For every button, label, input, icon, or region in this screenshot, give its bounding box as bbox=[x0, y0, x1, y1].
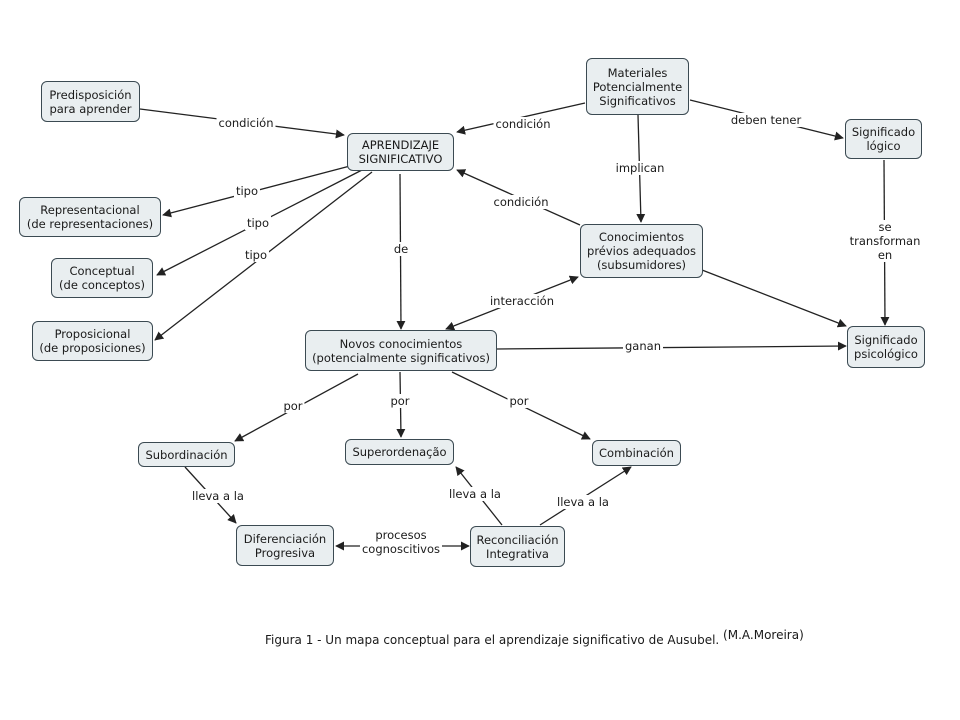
node-significado-logico[interactable]: Significado lógico bbox=[845, 119, 922, 159]
node-reconciliacion[interactable]: Reconciliación Integrativa bbox=[470, 526, 565, 567]
node-conceptual[interactable]: Conceptual (de conceptos) bbox=[51, 258, 153, 298]
label-lleva-combinacion: lleva a la bbox=[555, 495, 611, 509]
label-de: de bbox=[391, 242, 411, 256]
label-por-subordinacion: por bbox=[281, 399, 305, 413]
label-tipo-proposicional: tipo bbox=[242, 248, 270, 262]
label-se-transforman: se transforman en bbox=[847, 220, 923, 262]
label-deben-tener: deben tener bbox=[728, 113, 804, 127]
node-significado-psicologico[interactable]: Significado psicológico bbox=[847, 326, 925, 368]
node-predisposicion[interactable]: Predisposición para aprender bbox=[41, 81, 140, 122]
caption-author: (M.A.Moreira) bbox=[723, 628, 804, 642]
label-condicion-previos: condición bbox=[491, 195, 551, 209]
node-combinacion[interactable]: Combinación bbox=[592, 440, 681, 466]
node-conocimientos-previos[interactable]: Conocimientos prévios adequados (subsumi… bbox=[580, 224, 703, 278]
node-superordenacao[interactable]: Superordenação bbox=[345, 439, 454, 465]
edge-previos-psicologico bbox=[701, 269, 847, 328]
label-tipo-representacional: tipo bbox=[233, 184, 261, 198]
label-ganan: ganan bbox=[623, 339, 663, 353]
edge-novos-psicologico bbox=[496, 341, 847, 351]
caption-text: Figura 1 - Un mapa conceptual para el ap… bbox=[265, 633, 720, 647]
label-condicion-materiales: condición bbox=[493, 117, 553, 131]
node-proposicional[interactable]: Proposicional (de proposiciones) bbox=[32, 321, 153, 361]
label-por-superordenacao: por bbox=[388, 394, 412, 408]
label-por-combinacion: por bbox=[507, 394, 531, 408]
node-materiales[interactable]: Materiales Potencialmente Significativos bbox=[586, 58, 689, 115]
node-subordinacion[interactable]: Subordinación bbox=[138, 442, 235, 467]
label-condicion-predisposicion: condición bbox=[216, 116, 276, 130]
figure-caption: Figura 1 - Un mapa conceptual para el ap… bbox=[265, 628, 804, 647]
node-novos-conocimientos[interactable]: Novos conocimientos (potencialmente sign… bbox=[305, 330, 497, 371]
label-lleva-superordenacao: lleva a la bbox=[447, 487, 503, 501]
label-lleva-diferenciacion: lleva a la bbox=[190, 489, 246, 503]
node-aprendizaje-significativo[interactable]: APRENDIZAJE SIGNIFICATIVO bbox=[347, 133, 454, 171]
label-implican: implican bbox=[613, 161, 667, 175]
label-procesos-cognoscitivos: procesos cognoscitivos bbox=[359, 528, 443, 556]
label-tipo-conceptual: tipo bbox=[244, 216, 272, 230]
node-representacional[interactable]: Representacional (de representaciones) bbox=[19, 197, 161, 237]
label-interaccion: interacción bbox=[487, 294, 557, 308]
node-diferenciacion[interactable]: Diferenciación Progresiva bbox=[236, 525, 334, 566]
